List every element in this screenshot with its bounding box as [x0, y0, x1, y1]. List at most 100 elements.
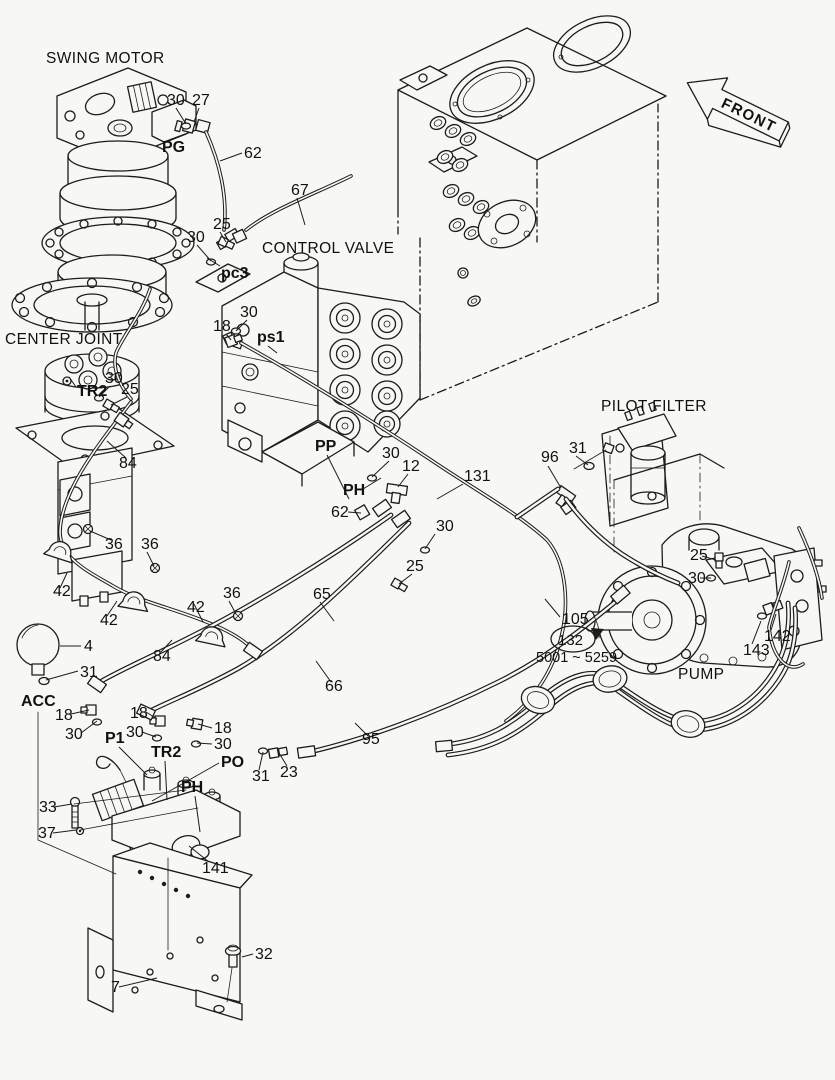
- part-label-18: 18: [130, 705, 148, 722]
- leader-line: [52, 829, 77, 834]
- port-label-ph: PH: [181, 779, 203, 796]
- hose-clamps: [43, 523, 244, 648]
- leader-line: [225, 333, 232, 341]
- port-label-ps1: ps1: [257, 329, 285, 346]
- part-label-42: 42: [100, 612, 118, 629]
- part-label-62: 62: [244, 145, 262, 162]
- leader-line: [118, 746, 148, 776]
- part-label-30: 30: [382, 445, 400, 462]
- mounting-bracket: [87, 842, 253, 1021]
- part-label-27: 27: [192, 92, 210, 109]
- part-label-33: 33: [39, 799, 57, 816]
- port-label-p1: P1: [105, 730, 125, 747]
- solenoid-valve-assembly: [91, 755, 241, 863]
- part-label-36: 36: [141, 536, 159, 553]
- title-label-control-valve: CONTROL VALVE: [262, 240, 394, 257]
- part-label-42: 42: [187, 599, 205, 616]
- leader-line: [160, 639, 173, 653]
- part-label-32: 32: [255, 946, 273, 963]
- title-label-pilot-filter: PILOT FILTER: [601, 398, 707, 415]
- leader-line: [398, 573, 413, 585]
- leader-line: [70, 709, 90, 715]
- part-label-131: 131: [464, 468, 491, 485]
- part-label-30: 30: [65, 726, 83, 743]
- part-label-30: 30: [187, 229, 205, 246]
- leader-line: [197, 723, 213, 729]
- leader-line: [371, 460, 390, 478]
- part-label-36: 36: [223, 585, 241, 602]
- port-label-ph: PH: [343, 482, 365, 499]
- leader-line: [53, 803, 73, 808]
- leader-line: [278, 752, 288, 767]
- leader-line: [436, 483, 464, 500]
- part-label-36: 36: [105, 536, 123, 553]
- leader-line: [164, 760, 168, 801]
- part-label-42: 42: [53, 583, 71, 600]
- leader-line: [59, 572, 68, 589]
- tank-flange-disc: [477, 199, 537, 249]
- part-label-30: 30: [126, 724, 144, 741]
- part-label-18: 18: [55, 707, 73, 724]
- part-label-23: 23: [280, 764, 298, 781]
- leader-line: [193, 107, 200, 123]
- leader-line: [219, 231, 227, 243]
- serial-callout-circle: [550, 625, 596, 653]
- swing-motor: [11, 67, 211, 333]
- control-valve: [195, 227, 421, 487]
- part-label-30: 30: [105, 370, 123, 387]
- part-label-142: 142: [764, 628, 791, 645]
- leader-line: [145, 711, 158, 720]
- part-label-84: 84: [153, 648, 171, 665]
- part-label-25: 25: [690, 547, 708, 564]
- part-label-18: 18: [213, 318, 231, 335]
- part-label-18: 18: [214, 720, 232, 737]
- hydraulic-tank: [397, 15, 667, 401]
- leader-line: [106, 600, 118, 617]
- tank-port-bosses: [429, 115, 490, 241]
- pilot-filter: [555, 401, 677, 527]
- leader-line: [397, 473, 409, 488]
- leader-line: [146, 551, 155, 567]
- part-label-30: 30: [214, 736, 232, 753]
- part-label-96: 96: [541, 449, 559, 466]
- leader-line: [241, 953, 254, 958]
- leader-line: [141, 731, 157, 738]
- fasteners: [69, 796, 242, 968]
- leader-line: [347, 511, 362, 514]
- part-label-37: 37: [38, 825, 56, 842]
- part-label-30: 30: [688, 570, 706, 587]
- leader-line: [80, 720, 98, 734]
- part-label-30: 30: [240, 304, 258, 321]
- port-label-tr2: TR2: [151, 744, 181, 761]
- leader-line: [196, 742, 213, 745]
- part-label-62: 62: [331, 504, 349, 521]
- leader-line: [319, 601, 335, 622]
- part-label-65: 65: [313, 586, 331, 603]
- leader-line: [193, 603, 204, 623]
- leader-line: [296, 197, 306, 226]
- title-label-center-joint: CENTER JOINT: [5, 331, 123, 348]
- leader-line: [267, 345, 278, 354]
- part-label-66: 66: [325, 678, 343, 695]
- part-label-31: 31: [80, 664, 98, 681]
- title-label-pump: PUMP: [678, 666, 724, 683]
- leader-line: [151, 762, 220, 802]
- part-label-105: 105: [562, 611, 589, 628]
- circled-label-132: 132: [558, 632, 583, 649]
- leader-line: [106, 440, 127, 459]
- leader-line: [315, 660, 332, 683]
- construction-lines: [37, 615, 604, 1003]
- part-label-25: 25: [121, 381, 139, 398]
- part-label-141: 141: [202, 860, 229, 877]
- part-label-25: 25: [213, 216, 231, 233]
- part-label-7: 7: [111, 979, 120, 996]
- part-label-84: 84: [119, 455, 137, 472]
- part-label-143: 143: [743, 642, 770, 659]
- leader-line: [228, 600, 237, 615]
- part-label-31: 31: [252, 768, 270, 785]
- leader-line: [219, 152, 243, 162]
- port-label-acc: ACC: [21, 693, 56, 710]
